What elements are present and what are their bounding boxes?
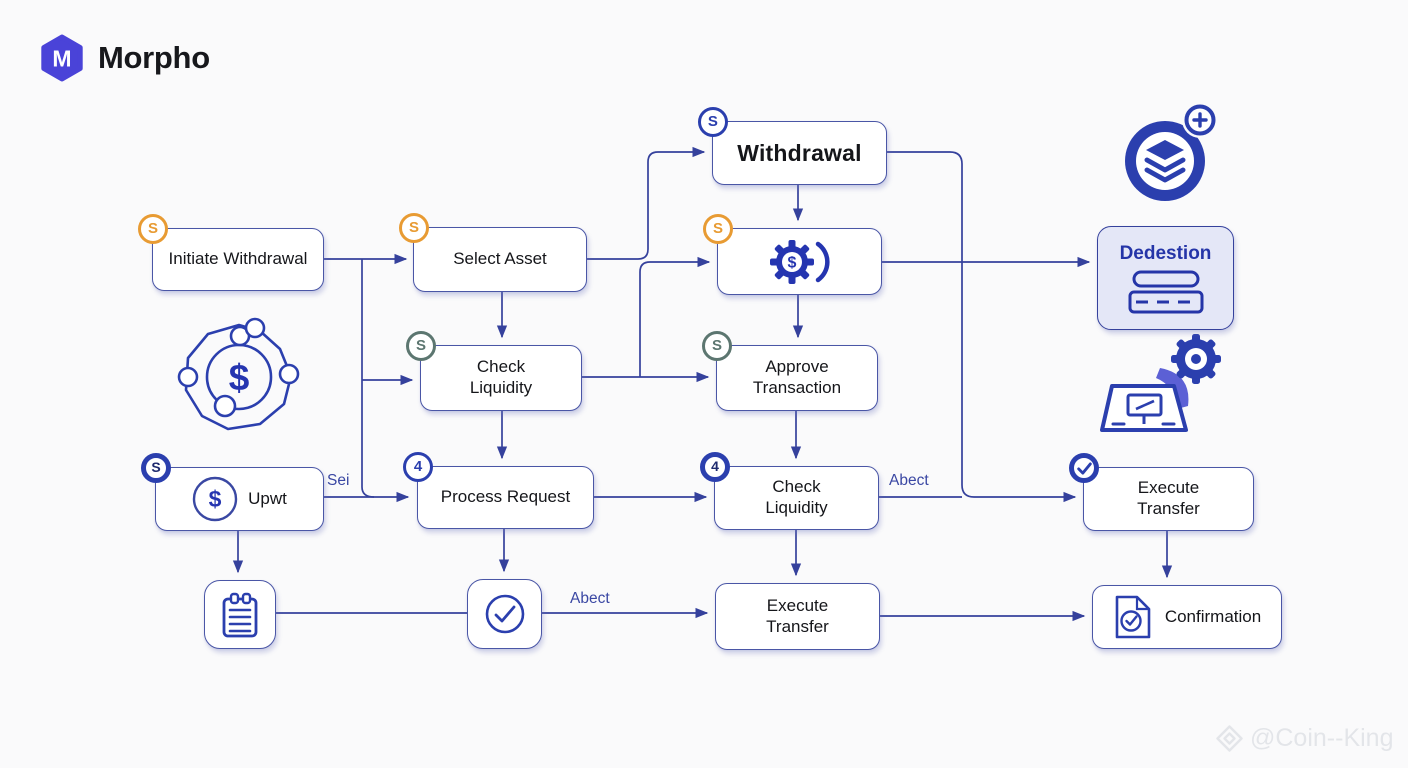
dollar-glyph: $ <box>229 357 250 398</box>
node-dedestion: Dedestion <box>1097 226 1234 330</box>
node-process-request: 4 Process Request <box>403 452 594 529</box>
step-badge: S <box>702 331 732 361</box>
layers-plus-icon <box>1110 98 1222 213</box>
dollar-circle-icon: $ <box>192 476 238 522</box>
node-check-circle <box>467 579 542 649</box>
node-execute-transfer-right: Execute Transfer <box>1069 453 1254 531</box>
node-label: Select Asset <box>453 249 547 269</box>
step-badge: S <box>138 214 168 244</box>
node-check-liquidity-a: S Check Liquidity <box>406 331 582 411</box>
brand-title: Morpho <box>98 40 210 75</box>
brand-header: M Morpho <box>38 34 210 82</box>
node-label: Check Liquidity <box>469 357 533 397</box>
morpho-logo-icon: M <box>41 34 83 82</box>
node-gear-process: S $ <box>703 214 882 295</box>
check-icon <box>1076 462 1092 474</box>
node-label: Confirmation <box>1164 606 1262 626</box>
step-badge: 4 <box>700 452 730 482</box>
node-check-liquidity-b: 4 Check Liquidity <box>700 452 879 530</box>
node-label: Approve Transaction <box>752 357 842 397</box>
dollar-glyph: $ <box>209 486 222 512</box>
logo-letter: M <box>52 46 71 72</box>
step-badge: 4 <box>403 452 433 482</box>
clipboard-icon <box>222 592 258 637</box>
step-badge: S <box>399 213 429 243</box>
node-label: Initiate Withdrawal <box>168 249 308 269</box>
gear-dollar-icon: $ <box>769 239 830 284</box>
edge-label-abect-check: Abect <box>570 590 610 607</box>
node-label: Check Liquidity <box>765 477 828 517</box>
step-badge completed-badge <box>1069 453 1099 483</box>
step-badge: S <box>698 107 728 137</box>
card-icon <box>1128 270 1203 314</box>
node-execute-transfer-mid: Execute Transfer <box>715 583 880 650</box>
document-check-icon <box>1115 595 1151 639</box>
step-badge: S <box>141 453 171 483</box>
node-upwt: S $ Upwt <box>141 453 324 531</box>
node-label: Execute Transfer <box>1137 478 1200 518</box>
node-label: Upwt <box>248 488 287 508</box>
node-label: Withdrawal <box>737 139 862 166</box>
node-clipboard <box>204 580 276 649</box>
node-confirmation: Confirmation <box>1092 585 1282 649</box>
node-initiate-withdrawal: S Initiate Withdrawal <box>138 214 324 291</box>
watermark-handle: @Coin--King <box>1250 724 1394 752</box>
dollar-glyph: $ <box>787 254 796 271</box>
node-label: Execute Transfer <box>766 595 829 636</box>
node-label: Process Request <box>440 487 571 507</box>
step-badge: S <box>703 214 733 244</box>
edge-label-abect-liquidity: Abect <box>889 472 929 489</box>
node-select-asset: S Select Asset <box>399 213 587 292</box>
gear-laptop-icon <box>1100 328 1230 443</box>
watermark: @Coin--King <box>1216 724 1393 753</box>
network-dollar-icon: $ <box>176 316 302 443</box>
diamond-icon <box>1216 725 1243 752</box>
check-circle-icon <box>485 594 524 634</box>
node-label: Dedestion <box>1119 242 1212 264</box>
node-withdrawal: S Withdrawal <box>698 107 887 185</box>
node-approve-transaction: S Approve Transaction <box>702 331 878 411</box>
step-badge: S <box>406 331 436 361</box>
edge-label-sei: Sei <box>327 472 350 489</box>
